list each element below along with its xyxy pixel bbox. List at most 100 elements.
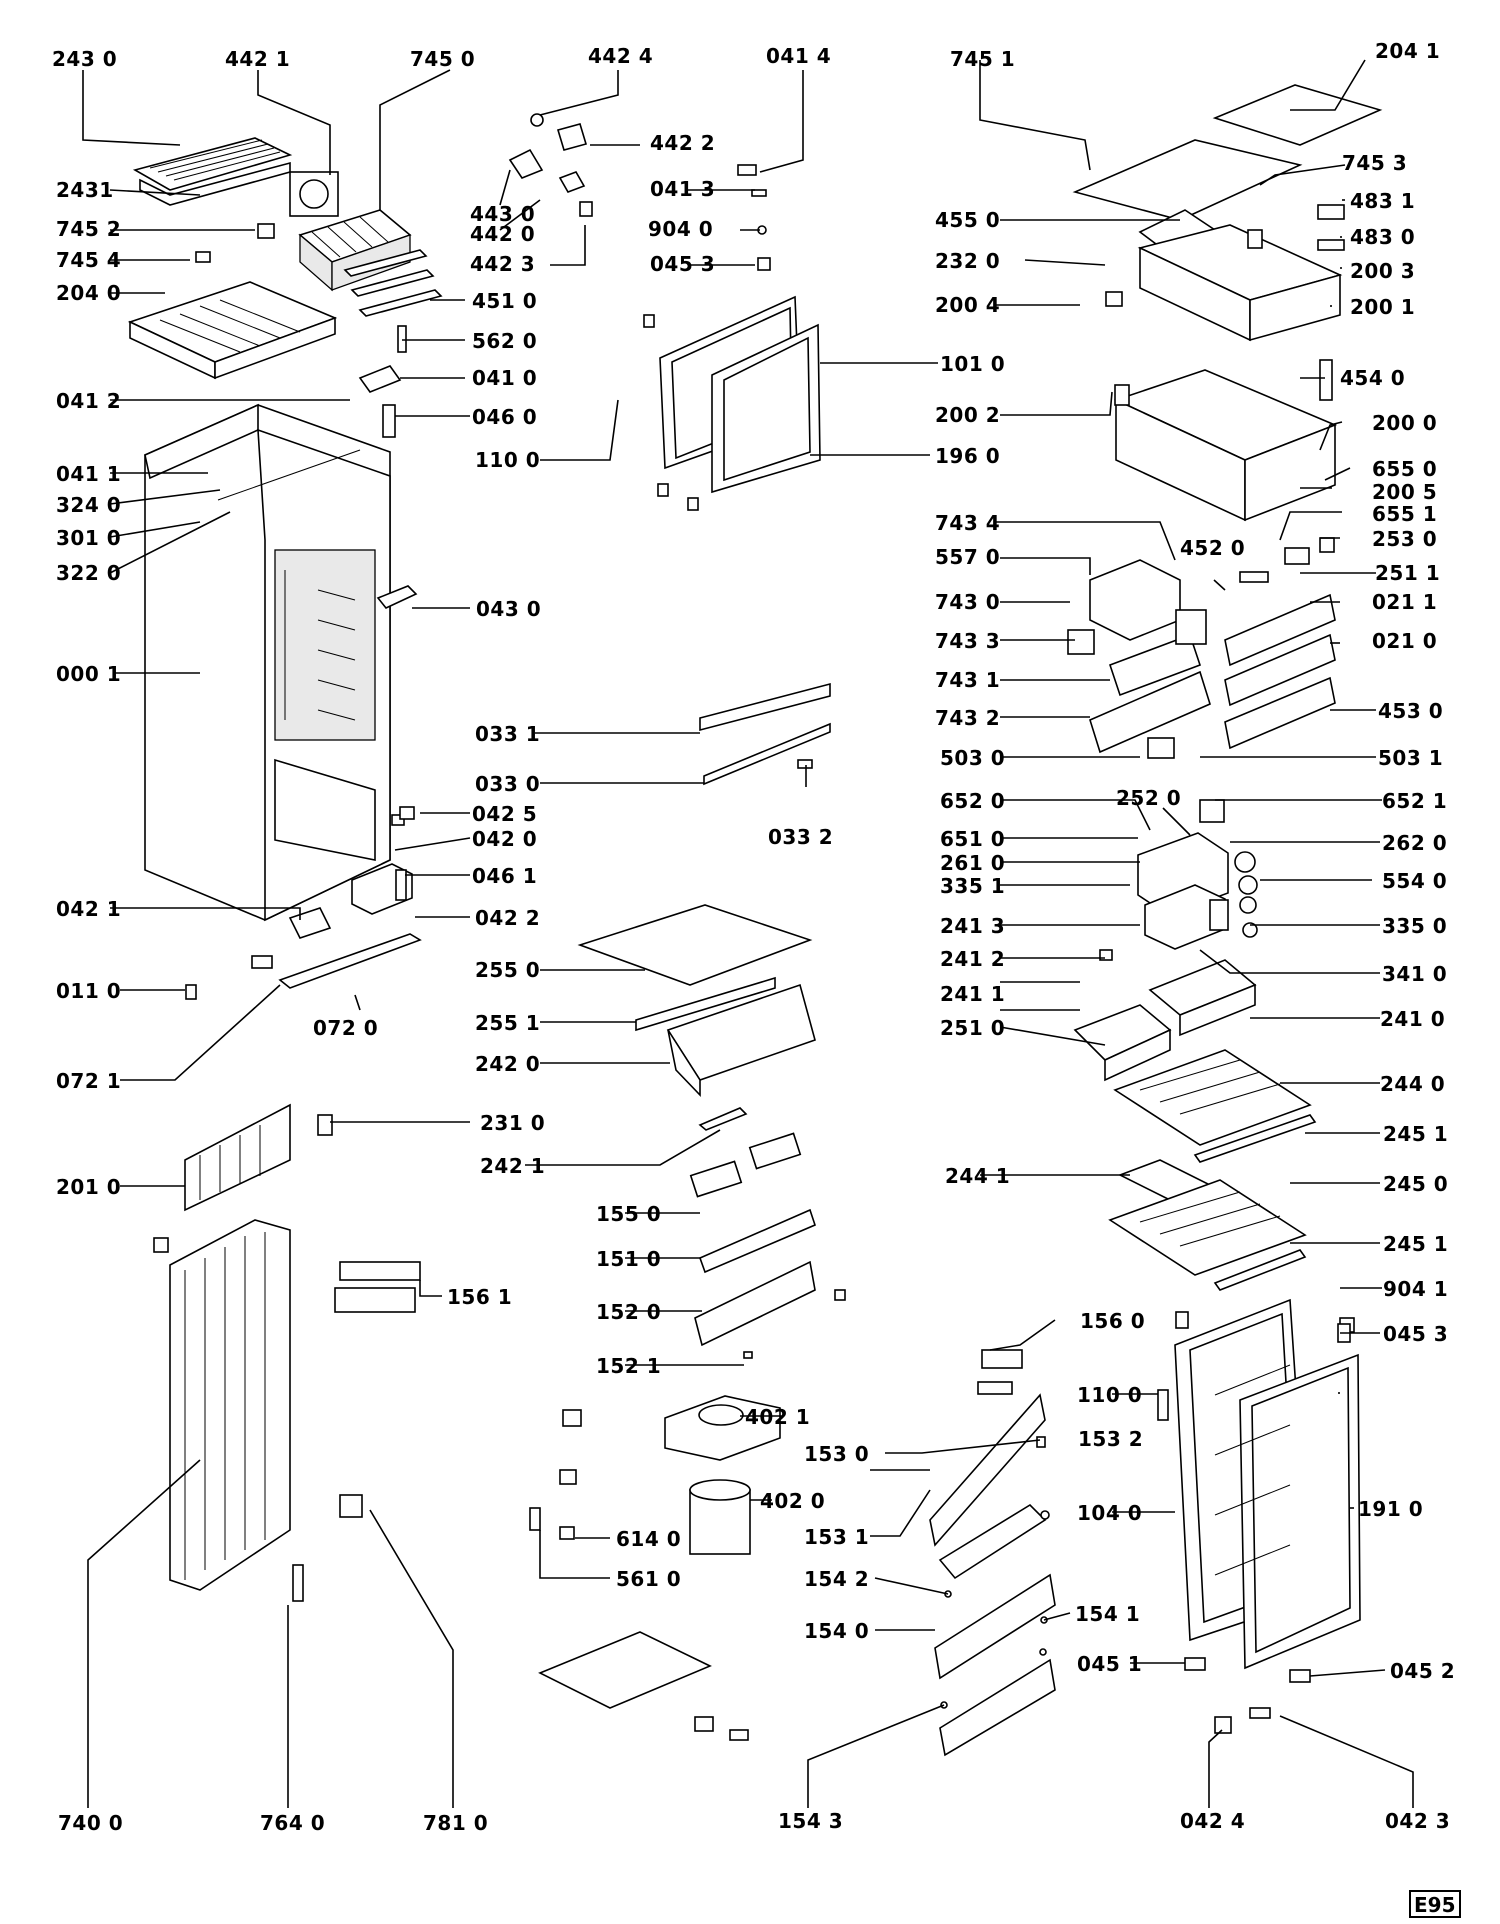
label-251-1: 251 1 (1375, 561, 1440, 585)
label-241-3: 241 3 (940, 914, 1005, 938)
label-200-0: 200 0 (1372, 411, 1437, 435)
label-255-1: 255 1 (475, 1011, 540, 1035)
label-652-0: 652 0 (940, 789, 1005, 813)
label-554-0: 554 0 (1382, 869, 1447, 893)
label-745-3: 745 3 (1342, 151, 1407, 175)
label-041-1: 041 1 (56, 462, 121, 486)
label-454-0: 454 0 (1340, 366, 1405, 390)
label-000-1: 000 1 (56, 662, 121, 686)
label-045-2: 045 2 (1390, 1659, 1455, 1683)
label-021-0: 021 0 (1372, 629, 1437, 653)
label-652-1: 652 1 (1382, 789, 1447, 813)
cabinet-body (144, 403, 391, 922)
label-764-0: 764 0 (260, 1811, 325, 1835)
label-453-0: 453 0 (1378, 699, 1443, 723)
label-153-0: 153 0 (804, 1442, 869, 1466)
label-745-4: 745 4 (56, 248, 121, 272)
label-483-1: 483 1 (1350, 189, 1415, 213)
label-442-4: 442 4 (588, 44, 653, 68)
label-241-1: 241 1 (940, 982, 1005, 1006)
label-781-0: 781 0 (423, 1811, 488, 1835)
label-743-2: 743 2 (935, 706, 1000, 730)
label-041-2: 041 2 (56, 389, 121, 413)
label-442-3: 442 3 (470, 252, 535, 276)
label-046-0: 046 0 (472, 405, 537, 429)
label-252-0: 252 0 (1116, 786, 1181, 810)
label-104-0: 104 0 (1077, 1501, 1142, 1525)
label-301-0: 301 0 (56, 526, 121, 550)
label-042-4: 042 4 (1180, 1809, 1245, 1833)
label-200-1: 200 1 (1350, 295, 1415, 319)
label-244-0: 244 0 (1380, 1072, 1445, 1096)
label-072-1: 072 1 (56, 1069, 121, 1093)
label-196-0: 196 0 (935, 444, 1000, 468)
label-745-0: 745 0 (410, 47, 475, 71)
label-503-1: 503 1 (1378, 746, 1443, 770)
label-042-3: 042 3 (1385, 1809, 1450, 1833)
label-201-0: 201 0 (56, 1175, 121, 1199)
label-743-4: 743 4 (935, 511, 1000, 535)
label-452-0: 452 0 (1180, 536, 1245, 560)
label-110-0-top: 110 0 (475, 448, 540, 472)
label-045-3-top: 045 3 (650, 252, 715, 276)
label-154-0: 154 0 (804, 1619, 869, 1643)
label-045-3-bottom: 045 3 (1383, 1322, 1448, 1346)
label-241-2: 241 2 (940, 947, 1005, 971)
label-245-1-top: 245 1 (1383, 1122, 1448, 1146)
label-402-0: 402 0 (760, 1489, 825, 1513)
leader-lines (82, 59, 1414, 1808)
label-043-0: 043 0 (476, 597, 541, 621)
label-042-0: 042 0 (472, 827, 537, 851)
label-191-0: 191 0 (1358, 1497, 1423, 1521)
part-labels: 243 0 442 1 745 0 442 4 041 4 745 1 204 … (52, 39, 1455, 1835)
label-072-0: 072 0 (313, 1016, 378, 1040)
label-483-0: 483 0 (1350, 225, 1415, 249)
label-042-2: 042 2 (475, 906, 540, 930)
label-204-0: 204 0 (56, 281, 121, 305)
label-155-0: 155 0 (596, 1202, 661, 1226)
label-561-0: 561 0 (616, 1567, 681, 1591)
label-442-1: 442 1 (225, 47, 290, 71)
label-245-0: 245 0 (1383, 1172, 1448, 1196)
label-740-0: 740 0 (58, 1811, 123, 1835)
label-156-1: 156 1 (447, 1285, 512, 1309)
label-745-2: 745 2 (56, 217, 121, 241)
label-200-3: 200 3 (1350, 259, 1415, 283)
label-154-3: 154 3 (778, 1809, 843, 1833)
label-200-5: 200 5 (1372, 480, 1437, 504)
label-655-0: 655 0 (1372, 457, 1437, 481)
freezer-grid-shelf (132, 137, 293, 206)
label-335-0: 335 0 (1382, 914, 1447, 938)
label-261-0: 261 0 (940, 851, 1005, 875)
label-042-1: 042 1 (56, 897, 121, 921)
label-041-3: 041 3 (650, 177, 715, 201)
label-451-0: 451 0 (472, 289, 537, 313)
label-033-1: 033 1 (475, 722, 540, 746)
label-232-0: 232 0 (935, 249, 1000, 273)
label-153-1: 153 1 (804, 1525, 869, 1549)
label-110-0-bottom: 110 0 (1077, 1383, 1142, 1407)
label-241-0: 241 0 (1380, 1007, 1445, 1031)
label-442-0: 442 0 (470, 222, 535, 246)
label-242-1: 242 1 (480, 1154, 545, 1178)
label-200-4: 200 4 (935, 293, 1000, 317)
fridge-door (1174, 1298, 1361, 1670)
label-151-0: 151 0 (596, 1247, 661, 1271)
label-743-3: 743 3 (935, 629, 1000, 653)
label-101-0: 101 0 (940, 352, 1005, 376)
label-341-0: 341 0 (1382, 962, 1447, 986)
label-503-0: 503 0 (940, 746, 1005, 770)
drip-tray (127, 281, 338, 380)
label-046-1: 046 1 (472, 864, 537, 888)
freezer-door (643, 295, 821, 511)
label-557-0: 557 0 (935, 545, 1000, 569)
label-651-0: 651 0 (940, 827, 1005, 851)
label-200-2: 200 2 (935, 403, 1000, 427)
label-335-1: 335 1 (940, 874, 1005, 898)
label-156-0: 156 0 (1080, 1309, 1145, 1333)
label-255-0: 255 0 (475, 958, 540, 982)
sheet-code-text: E95 (1414, 1893, 1456, 1917)
label-011-0: 011 0 (56, 979, 121, 1003)
label-021-1: 021 1 (1372, 590, 1437, 614)
